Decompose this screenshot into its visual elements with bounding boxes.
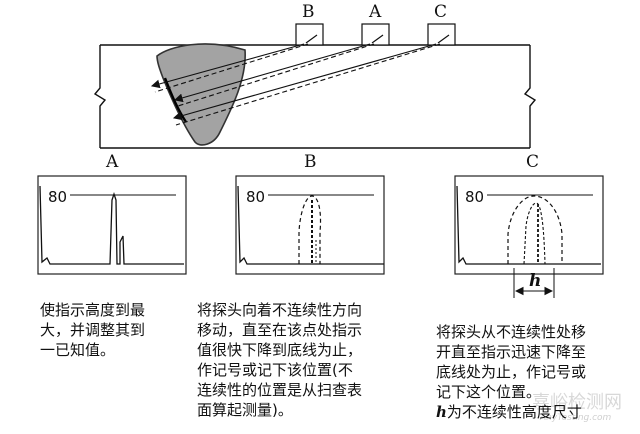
caption-c: 将探头从不连续性处移 开直至指示迅速下降至 底线处为止，作记号或 记下这个位置。…	[436, 302, 640, 422]
screen-c-inner-echo	[523, 202, 546, 265]
screen-b-dashed-echo	[298, 195, 322, 264]
caption-b: 将探头向着不连续性方向 移动，直至在该点处指示 值很快下降到底线为止， 作记号或…	[197, 301, 363, 419]
screen-c-trace	[456, 185, 601, 265]
screen-b: B 80	[235, 152, 385, 275]
probe-a-label: A	[368, 2, 382, 22]
watermark: 嘉峪检测网 AnyTesting.com	[532, 392, 622, 423]
beam-a-upper	[173, 43, 371, 103]
screen-c: C 80	[454, 152, 604, 275]
screen-c-dashed-envelope	[507, 195, 563, 264]
screen-b-scale: 80	[246, 188, 265, 206]
screen-a-scale: 80	[48, 188, 67, 206]
screen-c-scale: 80	[465, 188, 484, 206]
caption-c-main: 将探头从不连续性处移 开直至指示迅速下降至 底线处为止，作记号或 记下这个位置。	[436, 323, 587, 401]
probe-b: B	[295, 2, 324, 46]
watermark-cn: 嘉峪检测网	[532, 392, 622, 413]
probe-c: C	[427, 2, 456, 46]
caption-c-tail: 为不连续性高度尺寸	[446, 403, 582, 421]
beam-c-upper	[172, 43, 437, 121]
beam-rays	[150, 43, 441, 126]
beam-c-lower	[175, 43, 441, 126]
screen-a-label: A	[105, 152, 119, 172]
screen-a-trace	[39, 185, 184, 265]
screen-a: A 80	[37, 152, 187, 275]
screen-b-trace	[237, 185, 384, 265]
beam-b-lower	[154, 43, 309, 93]
probe-b-label: B	[302, 2, 315, 22]
height-symbol: h	[529, 271, 541, 291]
screen-c-label: C	[526, 152, 539, 172]
beam-a-lower	[177, 43, 375, 107]
probe-a: A	[361, 2, 390, 46]
weld-defect	[156, 43, 246, 146]
caption-c-h-symbol: h	[436, 403, 447, 421]
caption-a: 使指示高度到最 大，并调整其到 一已知值。	[40, 301, 146, 359]
beam-b-upper	[150, 43, 305, 89]
probe-c-label: C	[434, 2, 447, 22]
screen-b-label: B	[304, 152, 317, 172]
watermark-en: AnyTesting.com	[539, 413, 612, 423]
height-dimension: h	[513, 268, 555, 298]
